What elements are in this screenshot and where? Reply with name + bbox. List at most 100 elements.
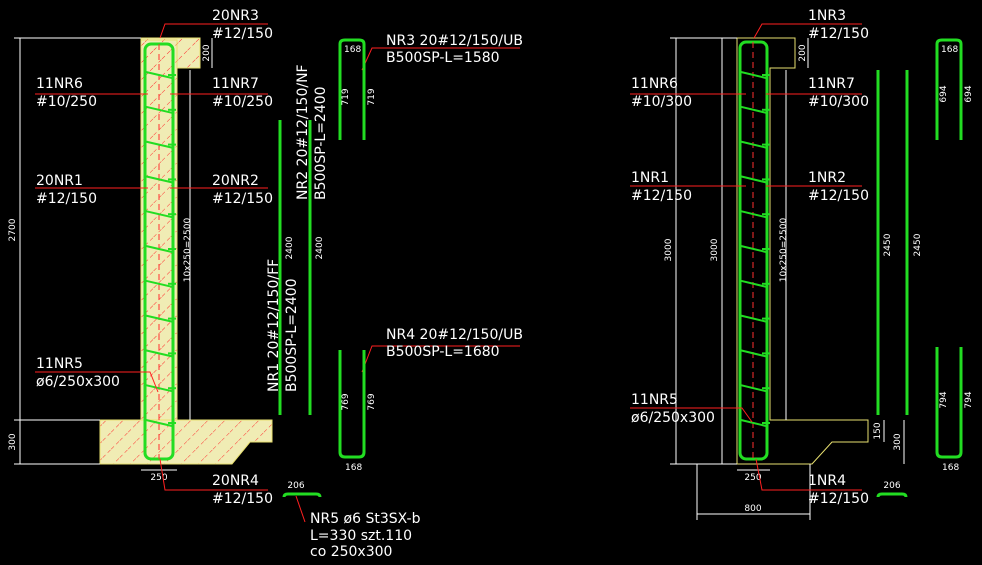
left-stirrup bbox=[145, 279, 173, 288]
right-label-nr3-spec: #12/150 bbox=[808, 26, 869, 42]
right-stirrup bbox=[740, 245, 767, 253]
right-label-nr5-spec: ø6/250x300 bbox=[631, 410, 715, 426]
left-foundation bbox=[99, 419, 273, 465]
right-dim-2450a: 2450 bbox=[883, 233, 893, 256]
right-label-nr1: 1NR1 bbox=[631, 170, 669, 186]
right-stirrup bbox=[740, 71, 767, 79]
left-note-nr3-1: NR3 20#12/150/UB bbox=[386, 33, 523, 49]
right-wall-section: 3000 3000 200 10x250=2500 250 800 150 30… bbox=[630, 8, 974, 520]
left-label-nr6: 11NR6 bbox=[36, 76, 83, 92]
left-stirrup bbox=[145, 314, 173, 323]
left-stirrup bbox=[145, 349, 173, 358]
right-dim-top: 200 bbox=[798, 44, 808, 61]
left-dim-2400b: 2400 bbox=[315, 236, 325, 259]
right-label-nr4-spec: #12/150 bbox=[808, 491, 869, 507]
left-note-nr5-1: NR5 ø6 St3SX-b bbox=[310, 511, 421, 527]
right-rebar-cage bbox=[738, 40, 770, 461]
right-label-nr1-spec: #12/150 bbox=[631, 188, 692, 204]
right-dim-2450b: 2450 bbox=[913, 233, 923, 256]
left-stirrup bbox=[145, 105, 173, 114]
left-label-nr4-spec: #12/150 bbox=[212, 491, 273, 507]
left-stirrup bbox=[145, 175, 173, 184]
left-dim-769b: 769 bbox=[367, 393, 377, 410]
right-stirrup bbox=[740, 210, 767, 219]
right-label-nr2: 1NR2 bbox=[808, 170, 846, 186]
left-label-nr7: 11NR7 bbox=[212, 76, 259, 92]
left-label-nr3-spec: #12/150 bbox=[212, 26, 273, 42]
left-label-nr1-spec: #12/150 bbox=[36, 191, 97, 207]
right-stirrup bbox=[740, 419, 767, 427]
right-label-nr3: 1NR3 bbox=[808, 8, 846, 24]
left-label-nr1: 20NR1 bbox=[36, 173, 83, 189]
left-stirrup bbox=[145, 71, 173, 79]
left-note-nr4-1: NR4 20#12/150/UB bbox=[386, 327, 523, 343]
left-stirrups bbox=[145, 71, 176, 427]
left-dim-168b: 168 bbox=[345, 463, 362, 473]
left-note-nr3-2: B500SP-L=1580 bbox=[386, 50, 500, 66]
left-dim-719a: 719 bbox=[341, 88, 351, 105]
right-dim-width: 250 bbox=[744, 473, 761, 483]
right-stirrup bbox=[740, 314, 767, 323]
right-leaders bbox=[630, 23, 862, 491]
left-dim-width: 250 bbox=[150, 473, 167, 483]
right-stirrup bbox=[740, 384, 767, 393]
left-label-nr6-spec: #10/250 bbox=[36, 94, 97, 110]
left-label-nr3: 20NR3 bbox=[212, 8, 259, 24]
left-dim-2400a: 2400 bbox=[285, 236, 295, 259]
left-dim-168a: 168 bbox=[344, 45, 361, 55]
right-dim-150: 150 bbox=[873, 422, 883, 439]
left-dim-spacing: 10x250=2500 bbox=[183, 218, 193, 283]
left-note-nr2-1: NR2 20#12/150/NF bbox=[295, 64, 311, 200]
right-label-nr6: 11NR6 bbox=[631, 76, 678, 92]
right-label-nr2-spec: #12/150 bbox=[808, 188, 869, 204]
right-label-nr6-spec: #10/300 bbox=[631, 94, 692, 110]
left-note-nr1-2: B500SP-L=2400 bbox=[284, 278, 300, 392]
right-dim-206: 206 bbox=[883, 481, 900, 491]
right-dim-794b: 794 bbox=[964, 391, 974, 408]
left-note-nr2-2: B500SP-L=2400 bbox=[313, 86, 329, 200]
right-dim-794a: 794 bbox=[939, 391, 949, 408]
right-bar-nr5 bbox=[876, 492, 908, 498]
right-stirrup bbox=[740, 140, 767, 149]
right-dim-800: 800 bbox=[744, 504, 761, 514]
left-label-nr5: 11NR5 bbox=[36, 356, 83, 372]
left-dim-719b: 719 bbox=[367, 88, 377, 105]
left-leader-nr5 bbox=[295, 495, 306, 523]
right-dim-spacing: 10x250=2500 bbox=[779, 218, 789, 283]
left-bar-nr3 bbox=[338, 38, 366, 140]
right-dim-168b: 168 bbox=[942, 463, 959, 473]
right-dim-168a: 168 bbox=[941, 45, 958, 55]
left-stirrup bbox=[145, 210, 173, 219]
right-stirrup bbox=[740, 349, 767, 358]
right-label-nr7: 11NR7 bbox=[808, 76, 855, 92]
left-label-nr2: 20NR2 bbox=[212, 173, 259, 189]
right-bar-nr4 bbox=[935, 347, 963, 459]
left-stirrup bbox=[145, 384, 173, 393]
right-stirrup bbox=[740, 105, 767, 114]
left-dim-top: 200 bbox=[202, 44, 212, 61]
left-label-nr4: 20NR4 bbox=[212, 473, 259, 489]
right-dim-694a: 694 bbox=[939, 85, 949, 102]
left-stirrup bbox=[145, 140, 173, 149]
left-wall-cap bbox=[140, 37, 201, 69]
left-label-nr7-spec: #10/250 bbox=[212, 94, 273, 110]
right-label-nr4: 1NR4 bbox=[808, 473, 846, 489]
left-dim-base: 300 bbox=[8, 433, 18, 450]
right-stirrup bbox=[740, 175, 767, 184]
left-label-nr2-spec: #12/150 bbox=[212, 191, 273, 207]
left-dim-height: 2700 bbox=[8, 218, 18, 241]
left-stirrup bbox=[145, 419, 173, 427]
right-stirrup bbox=[740, 279, 767, 288]
left-note-nr1-1: NR1 20#12/150/FF bbox=[266, 259, 282, 392]
right-dim-300: 300 bbox=[893, 433, 903, 450]
left-stirrup bbox=[145, 245, 173, 253]
left-note-nr5-2: L=330 szt.110 bbox=[310, 528, 412, 544]
right-label-nr5: 11NR5 bbox=[631, 392, 678, 408]
right-dim-3000a: 3000 bbox=[664, 238, 674, 261]
left-rebar-cage bbox=[143, 42, 176, 461]
left-bar-nr5 bbox=[282, 492, 322, 498]
left-label-nr5-spec: ø6/250x300 bbox=[36, 374, 120, 390]
left-note-nr4-2: B500SP-L=1680 bbox=[386, 344, 500, 360]
right-dim-3000b: 3000 bbox=[710, 238, 720, 261]
